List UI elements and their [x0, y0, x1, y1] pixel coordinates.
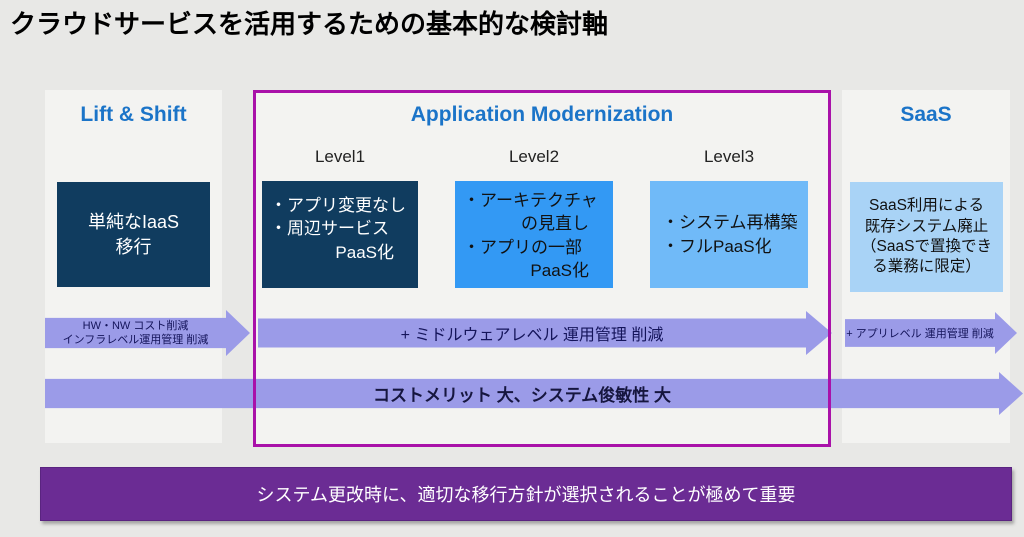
level2-line: ・アーキテクチャ [463, 191, 598, 210]
cost-merit-arrow-text: コストメリット 大、システム俊敏性 大 [373, 386, 671, 405]
lift-shift-header: Lift & Shift [80, 103, 187, 126]
infra-cost-line1: HW・NW コスト削減 [82, 319, 189, 332]
middleware-cost-arrow-text: + ミドルウェアレベル 運用管理 削減 [400, 327, 664, 344]
level3-line: ・フルPaaS化 [662, 236, 772, 256]
saas-box-line: （SaaSで置換でき [861, 238, 992, 255]
level3-label: Level3 [703, 147, 755, 166]
saas-header: SaaS [900, 103, 952, 126]
saas-box-line: 既存システム廃止 [864, 217, 989, 235]
level2-label: Level2 [508, 147, 560, 166]
conclusion-banner-text: システム更改時に、適切な移行方針が選択されることが極めて重要 [256, 485, 796, 505]
app-level-cost-arrow-text: + アプリレベル 運用管理 削減 [846, 328, 994, 340]
level1-label: Level1 [314, 147, 366, 166]
level3-box: ・システム再構築 ・フルPaaS化 [650, 181, 808, 288]
level2-line: ・アプリの一部 [463, 237, 582, 257]
page-title: クラウドサービスを活用するための基本的な検討軸 [10, 9, 609, 39]
infra-cost-line2: インフラレベル運用管理 削減 [62, 334, 209, 346]
iaas-migration-box: 単純なIaaS 移行 [57, 182, 210, 287]
saas-box-line: SaaS利用による [869, 197, 984, 215]
infra-cost-arrow-text: HW・NW コスト削減 インフラレベル運用管理 削減 [63, 319, 209, 348]
level3-line: ・システム再構築 [662, 213, 798, 233]
cost-merit-arrow: コストメリット 大、システム俊敏性 大 [45, 372, 1023, 415]
saas-replacement-box: SaaS利用による 既存システム廃止 （SaaSで置換でき る業務に限定） [850, 182, 1003, 292]
level1-line: ・周辺サービス [270, 219, 389, 239]
conclusion-banner: システム更改時に、適切な移行方針が選択されることが極めて重要 [40, 467, 1012, 521]
level1-line: ・アプリ変更なし [270, 196, 406, 215]
level2-box: ・アーキテクチャ の見直し ・アプリの一部 PaaS化 [455, 181, 613, 288]
level2-line: PaaS化 [530, 261, 589, 281]
saas-box-line: る業務に限定） [872, 258, 981, 276]
level1-line: PaaS化 [335, 242, 394, 262]
app-modernization-header: Application Modernization [410, 103, 674, 126]
level2-line: の見直し [521, 214, 589, 234]
level1-box: ・アプリ変更なし ・周辺サービス PaaS化 [262, 181, 418, 288]
